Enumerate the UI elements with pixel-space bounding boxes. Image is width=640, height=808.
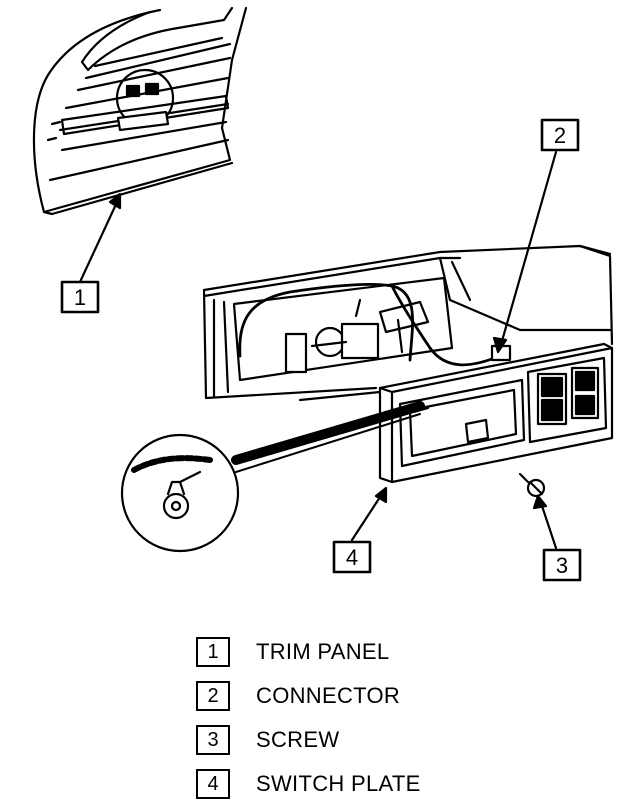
legend-label: CONNECTOR [256, 683, 401, 708]
callout-2-arrow [492, 150, 558, 354]
callout-1-number: 1 [74, 285, 86, 310]
callout-2-number: 2 [554, 123, 566, 148]
legend-row-trim-panel: 1 TRIM PANEL [196, 630, 596, 674]
legend-number-box: 3 [196, 725, 230, 755]
callout-1-box [60, 280, 100, 314]
callout-4-arrow [350, 486, 388, 542]
legend: 1 TRIM PANEL 2 CONNECTOR 3 SCREW 4 SWITC… [196, 630, 596, 806]
callout-4-number: 4 [346, 545, 358, 570]
legend-row-switch-plate: 4 SWITCH PLATE [196, 762, 596, 806]
legend-label: TRIM PANEL [256, 639, 390, 664]
door-cavity-illustration [202, 244, 614, 402]
legend-row-connector: 2 CONNECTOR [196, 674, 596, 718]
callout-2-box [540, 118, 580, 152]
switch-plate-illustration [378, 342, 614, 484]
legend-label: SCREW [256, 727, 340, 752]
legend-row-screw: 3 SCREW [196, 718, 596, 762]
door-trim-panel-illustration [32, 6, 248, 216]
legend-number-box: 2 [196, 681, 230, 711]
callout-3-number: 3 [556, 553, 568, 578]
legend-label: SWITCH PLATE [256, 771, 421, 796]
screw-illustration [518, 472, 546, 498]
magnified-detail [120, 401, 425, 553]
legend-number-box: 4 [196, 769, 230, 799]
callout-3-arrow [532, 494, 558, 550]
callout-4-box [332, 540, 372, 574]
legend-number-box: 1 [196, 637, 230, 667]
callout-1-arrow [78, 192, 122, 284]
callout-3-box [542, 548, 582, 582]
